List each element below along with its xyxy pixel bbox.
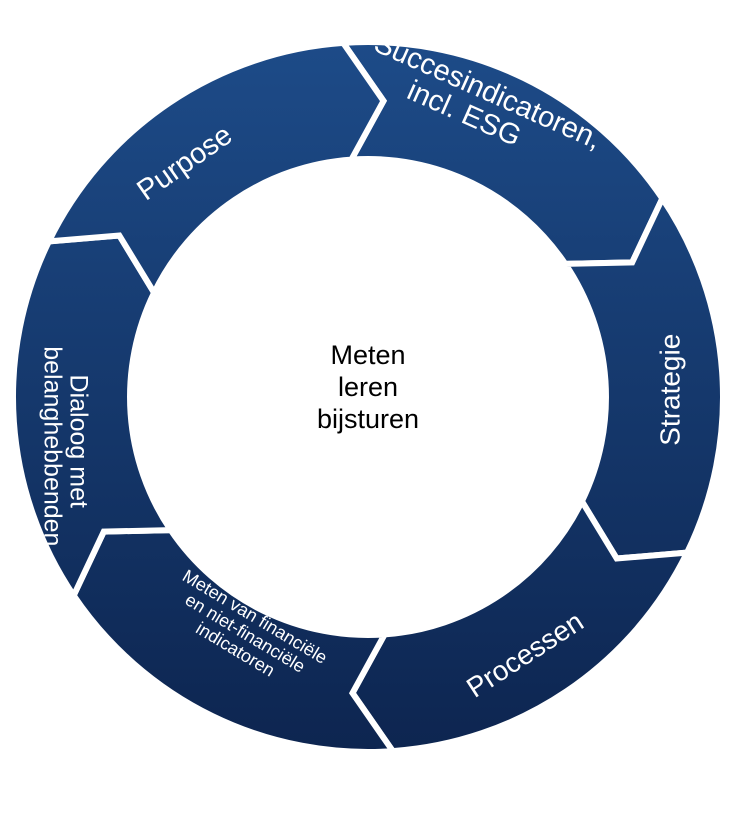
label-line: Strategie: [654, 333, 686, 446]
segment-purpose: [43, 39, 388, 299]
center-line: Meten: [330, 340, 406, 370]
center-text: Meten leren bijsturen: [268, 340, 468, 436]
segment-label-strategie: Strategie: [654, 320, 686, 460]
center-line: leren: [337, 371, 399, 402]
label-line: belanghebbenden: [38, 346, 66, 547]
segment-label-dialoog: Dialoog met belanghebbenden: [38, 346, 93, 547]
center-line: bijsturen: [316, 403, 420, 434]
label-line: Dialoog met: [64, 374, 93, 508]
